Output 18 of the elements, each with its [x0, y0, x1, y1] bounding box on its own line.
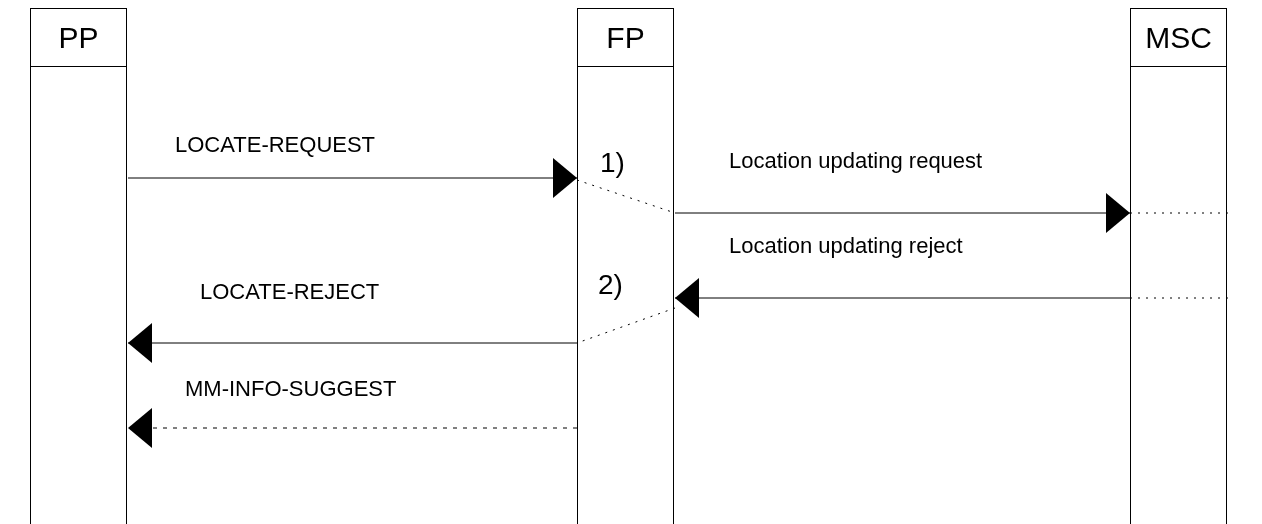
note-number: 2) [598, 269, 623, 300]
message-arrow [674, 278, 1131, 318]
message-arrow [127, 408, 578, 448]
participant-label: MSC [1145, 20, 1212, 55]
lifeline [1130, 8, 1227, 524]
edge-label: Location updating reject [729, 233, 963, 258]
participant-label: FP [606, 20, 645, 55]
lifeline [30, 8, 127, 524]
edge-label: MM-INFO-SUGGEST [185, 376, 397, 401]
edge-label: LOCATE-REJECT [200, 279, 380, 304]
message-arrow [127, 158, 578, 198]
edge-label: LOCATE-REQUEST [175, 132, 376, 157]
lifeline [577, 8, 674, 524]
participant-label: PP [58, 20, 99, 55]
note-number: 1) [600, 147, 625, 178]
edge-label: Location updating request [729, 148, 983, 173]
message-arrow [674, 193, 1131, 233]
message-arrow [127, 323, 578, 363]
